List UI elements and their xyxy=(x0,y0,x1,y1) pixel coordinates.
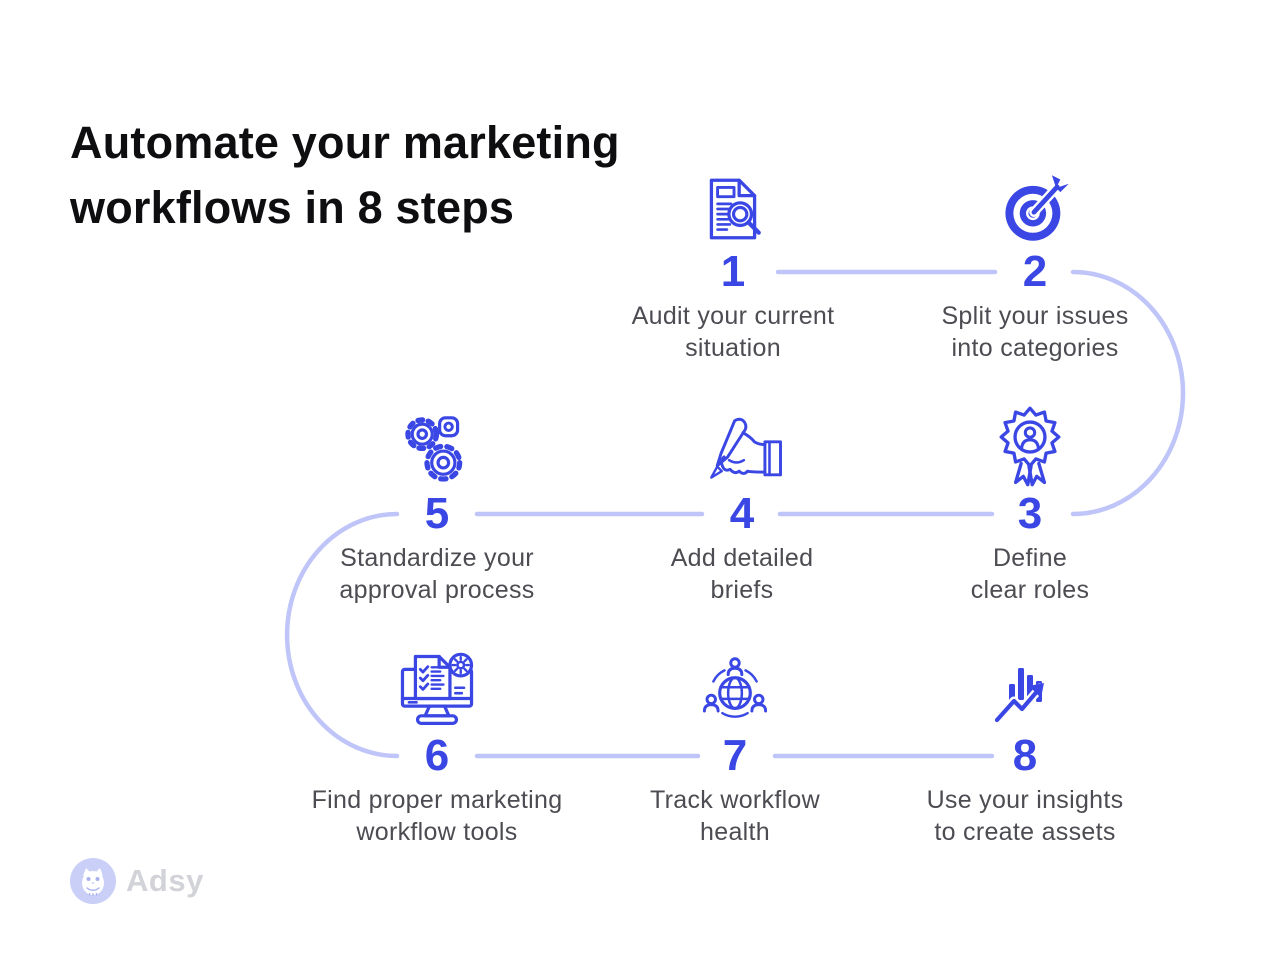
step-2-caption-line1: Split your issues xyxy=(941,302,1129,330)
step-4-icon-wrap xyxy=(698,400,786,488)
step-6-number: 6 xyxy=(424,731,450,780)
adsy-logo-text: Adsy xyxy=(126,863,204,898)
step-7: 7 Track workflow health xyxy=(580,642,890,848)
step-7-caption: Track workflow health xyxy=(650,785,820,848)
step-6-caption-line2: workflow tools xyxy=(356,817,518,846)
page-title-line1: Automate your marketing xyxy=(70,117,620,168)
monitor-checklist-icon xyxy=(400,652,474,725)
step-4-caption-line2: briefs xyxy=(710,575,774,604)
award-badge-person-icon xyxy=(999,406,1061,487)
step-3-number: 3 xyxy=(1017,489,1043,538)
step-6: 6 Find proper marketing workflow tools xyxy=(282,642,592,848)
step-1: 1 Audit your current situation xyxy=(578,158,888,364)
step-1-number: 1 xyxy=(720,247,746,296)
step-5-number: 5 xyxy=(424,489,450,538)
writing-hand-icon xyxy=(710,417,782,479)
step-2: 2 Split your issues into categories xyxy=(880,158,1190,364)
step-2-caption-line2: into categories xyxy=(951,333,1119,362)
adsy-logo-circle xyxy=(70,858,116,904)
target-dart-icon xyxy=(1005,175,1069,241)
connector-curve-5-6 xyxy=(284,511,400,759)
growth-chart-arrow-icon xyxy=(992,668,1045,725)
step-7-icon-wrap xyxy=(697,642,773,730)
step-8: 8 Use your insights to create assets xyxy=(870,642,1180,848)
step-5-icon-wrap xyxy=(399,400,475,488)
step-7-number: 7 xyxy=(722,731,748,780)
step-3-icon-wrap xyxy=(989,400,1071,488)
step-1-icon-wrap xyxy=(696,158,770,246)
step-1-caption-line1: Audit your current xyxy=(631,302,835,330)
connector-curve-2-3 xyxy=(1070,269,1186,517)
gears-icon xyxy=(405,416,463,482)
step-3-caption: Define clear roles xyxy=(971,543,1090,606)
step-3: 3 Define clear roles xyxy=(875,400,1185,606)
page-title-line2: workflows in 8 steps xyxy=(70,182,515,234)
globe-people-icon xyxy=(702,657,768,718)
step-8-icon-wrap xyxy=(989,642,1061,730)
step-8-caption: Use your insights to create assets xyxy=(927,785,1124,848)
step-3-caption-line1: Define xyxy=(992,544,1068,572)
step-6-caption: Find proper marketing workflow tools xyxy=(312,785,563,848)
step-5: 5 Standardize your approval process xyxy=(282,400,592,606)
step-1-caption-line2: situation xyxy=(685,333,781,362)
step-4: 4 Add detailed briefs xyxy=(587,400,897,606)
page-title: Automate your marketing workflows in 8 s… xyxy=(70,110,620,241)
step-2-number: 2 xyxy=(1022,247,1048,296)
step-4-caption-line1: Add detailed xyxy=(670,544,814,572)
step-6-caption-line1: Find proper marketing xyxy=(311,786,563,814)
step-1-caption: Audit your current situation xyxy=(632,301,835,364)
step-8-caption-line2: to create assets xyxy=(934,817,1116,846)
step-2-icon-wrap xyxy=(997,158,1073,246)
step-6-icon-wrap xyxy=(396,642,478,730)
step-4-caption: Add detailed briefs xyxy=(671,543,814,606)
step-5-caption-line1: Standardize your xyxy=(340,544,534,572)
adsy-logo: Adsy xyxy=(70,858,204,904)
step-5-caption-line2: approval process xyxy=(339,575,535,604)
step-7-caption-line1: Track workflow xyxy=(650,786,820,814)
document-magnifier-icon xyxy=(709,178,761,240)
step-3-caption-line2: clear roles xyxy=(970,575,1090,604)
step-2-caption: Split your issues into categories xyxy=(941,301,1128,364)
step-4-number: 4 xyxy=(729,489,755,538)
step-5-caption: Standardize your approval process xyxy=(339,543,534,606)
step-8-number: 8 xyxy=(1012,731,1038,780)
owl-icon xyxy=(82,868,104,896)
step-8-caption-line1: Use your insights xyxy=(926,786,1124,814)
step-7-caption-line2: health xyxy=(700,817,770,846)
